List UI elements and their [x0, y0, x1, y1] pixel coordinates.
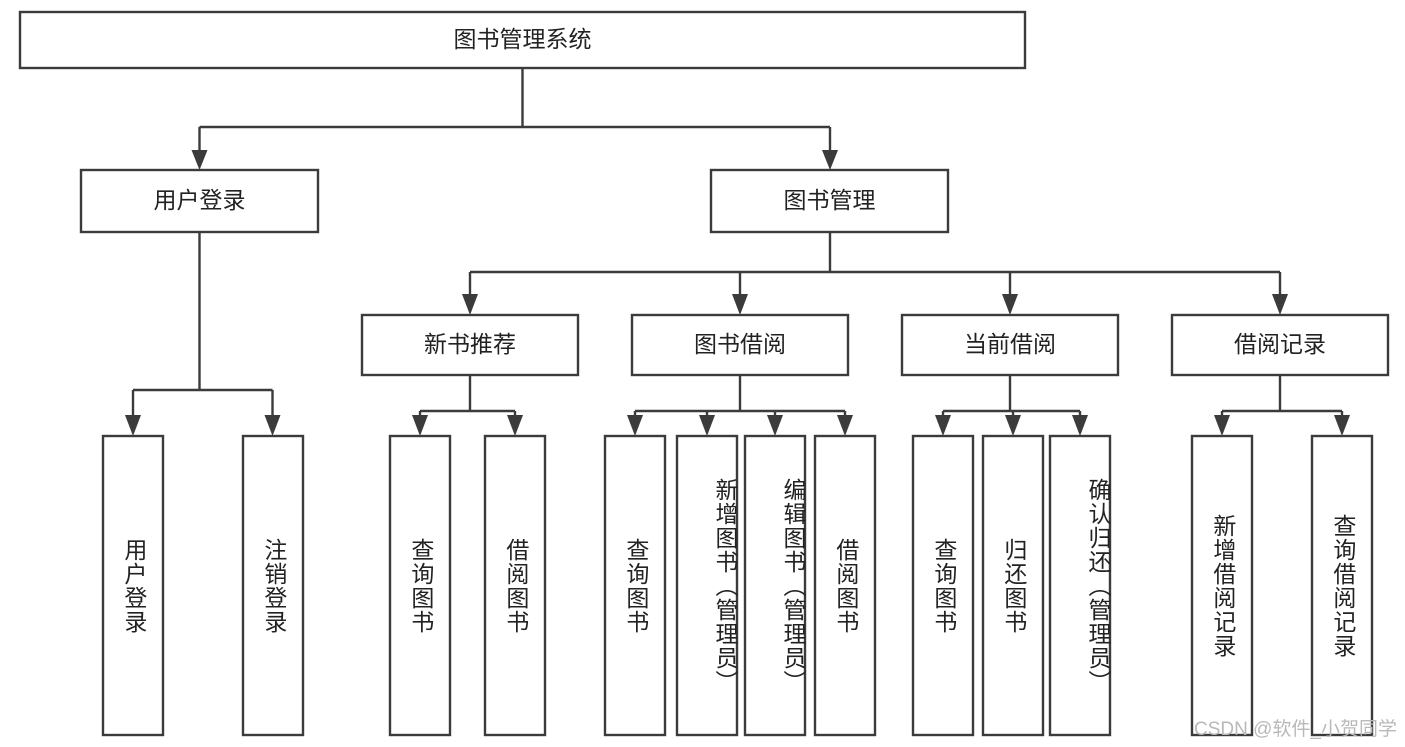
arrow-head-bb-query-book: [627, 415, 643, 436]
connector-group-user-login: [125, 232, 281, 436]
node-user-login-box: [79, 168, 320, 234]
node-book-borrow-label: 图书借阅: [694, 331, 786, 357]
node-current-borrow[interactable]: 当前借阅: [900, 313, 1120, 377]
arrow-head-new-book-rec: [462, 294, 478, 315]
arrow-head-current-borrow: [1002, 294, 1018, 315]
node-current-borrow-label: 当前借阅: [964, 331, 1056, 357]
node-book-management-label: 图书管理: [784, 187, 876, 213]
leaf-box-bb-edit-book[interactable]: [743, 434, 807, 737]
node-borrow-record-box: [1170, 313, 1390, 377]
node-book-borrow-box: [630, 313, 850, 377]
arrow-head-br-query-record: [1334, 415, 1350, 436]
leaf-box-logout[interactable]: [241, 434, 305, 737]
node-new-book-recommend-box: [360, 313, 580, 377]
arrow-head-nbr-query-book: [412, 415, 428, 436]
leaf-box-br-query-record[interactable]: [1310, 434, 1374, 737]
node-book-management[interactable]: 图书管理: [709, 168, 950, 234]
leaf-box-cb-confirm-return[interactable]: [1048, 434, 1112, 737]
node-root-label: 图书管理系统: [454, 26, 592, 52]
node-book-borrow[interactable]: 图书借阅: [630, 313, 850, 377]
node-book-management-box: [709, 168, 950, 234]
arrow-head-book-borrow: [732, 294, 748, 315]
connector-group-new-book-rec: [412, 375, 523, 436]
leaf-box-user-login[interactable]: [101, 434, 165, 737]
leaf-box-bb-borrow-book[interactable]: [813, 434, 877, 737]
arrow-head-nbr-borrow-book: [507, 415, 523, 436]
arrow-head-cb-query-book: [935, 415, 951, 436]
arrow-head-user-login: [191, 150, 208, 170]
arrow-head-cb-return-book: [1005, 415, 1021, 436]
arrow-head-cb-confirm-return: [1072, 415, 1088, 436]
leaf-box-bb-add-book[interactable]: [675, 434, 739, 737]
node-user-login-label: 用户登录: [154, 187, 246, 213]
node-root-box: [18, 10, 1027, 70]
connector-group-book-borrow: [627, 375, 853, 436]
leaf-node-boxes: [101, 434, 1374, 737]
arrow-head-bb-edit-book: [767, 415, 783, 436]
node-new-book-recommend-label: 新书推荐: [424, 331, 516, 357]
node-borrow-record[interactable]: 借阅记录: [1170, 313, 1390, 377]
node-borrow-record-label: 借阅记录: [1234, 331, 1326, 357]
leaf-box-nbr-borrow-book[interactable]: [483, 434, 547, 737]
connector-group-borrow-record: [1214, 375, 1350, 436]
node-root-system[interactable]: 图书管理系统: [18, 10, 1027, 70]
leaf-box-nbr-query-book[interactable]: [388, 434, 452, 737]
arrow-head-borrow-record: [1272, 294, 1288, 315]
arrow-head-br-add-record: [1214, 415, 1230, 436]
leaf-box-bb-query-book[interactable]: [603, 434, 667, 737]
connector-group-current-borrow: [935, 375, 1088, 436]
arrow-head-bb-add-book: [699, 415, 715, 436]
connector-group-book-mgmt: [462, 232, 1288, 315]
arrow-head-bb-borrow-book: [837, 415, 853, 436]
node-user-login[interactable]: 用户登录: [79, 168, 320, 234]
leaf-box-cb-query-book[interactable]: [911, 434, 975, 737]
csdn-watermark: CSDN @软件_小贺同学: [1194, 719, 1397, 740]
leaf-box-br-add-record[interactable]: [1190, 434, 1254, 737]
arrow-head-book-mgmt: [822, 150, 838, 170]
connector-group-root: [191, 68, 838, 170]
arrow-head-leaf-user-login: [125, 415, 141, 436]
node-new-book-recommend[interactable]: 新书推荐: [360, 313, 580, 377]
node-current-borrow-box: [900, 313, 1120, 377]
leaf-box-cb-return-book[interactable]: [981, 434, 1045, 737]
arrow-head-leaf-logout: [264, 415, 281, 436]
